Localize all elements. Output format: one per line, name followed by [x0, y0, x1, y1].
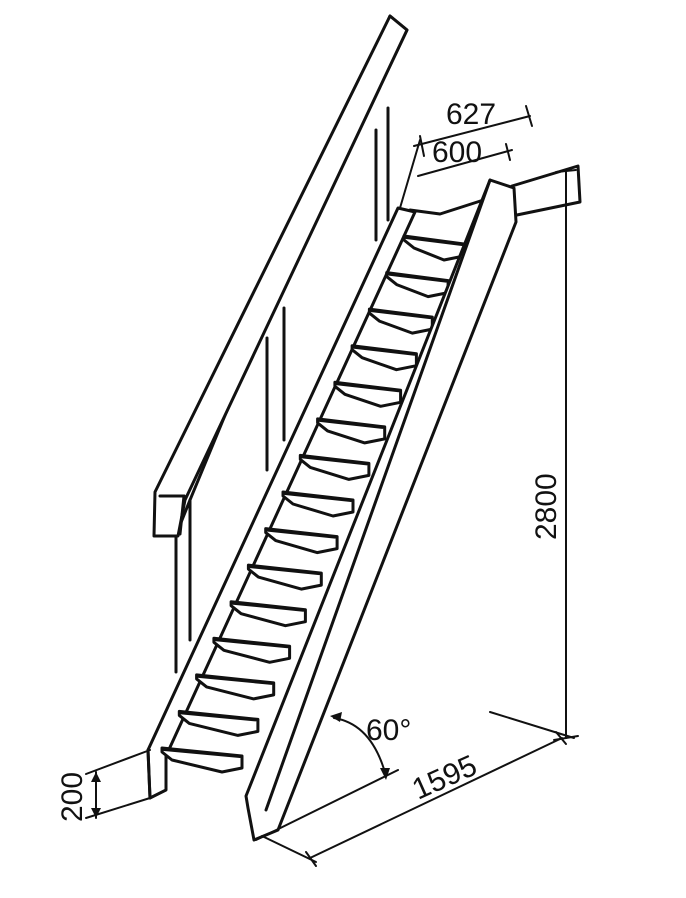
label-200: 200	[56, 772, 89, 822]
tread	[385, 271, 450, 299]
right-stringer	[244, 178, 518, 842]
tread-edge	[180, 712, 257, 722]
dimension-2800: 2800	[489, 169, 579, 741]
upper-landing	[408, 164, 582, 218]
tread	[177, 709, 260, 737]
dimension-627: 627	[399, 98, 533, 209]
dimension-200: 200	[56, 749, 151, 822]
label-2800: 2800	[530, 473, 563, 540]
tread-edge	[163, 749, 241, 758]
tread	[367, 307, 434, 335]
tread-edge	[353, 346, 416, 356]
tread-edge	[318, 419, 384, 429]
tread	[229, 600, 307, 628]
tread-edge	[335, 383, 400, 393]
tread	[316, 417, 387, 445]
dimension-angle: 60°	[255, 712, 411, 841]
tread-edge	[266, 529, 337, 539]
tread	[281, 490, 355, 518]
tread-edge	[214, 639, 289, 649]
tread-edge	[301, 456, 368, 466]
baluster-upper	[374, 106, 390, 242]
tread	[298, 453, 371, 481]
tread	[195, 673, 276, 701]
baluster-lower	[174, 498, 192, 674]
label-angle: 60°	[366, 714, 411, 747]
tread-edge	[387, 273, 448, 283]
tread-edge	[249, 566, 321, 576]
label-627: 627	[446, 98, 496, 131]
tread-edge	[284, 493, 352, 502]
tread	[350, 344, 418, 372]
tread-edge	[405, 237, 463, 246]
tread	[212, 636, 292, 664]
dimension-600: 600	[417, 136, 513, 177]
tread	[160, 746, 244, 774]
tread	[333, 380, 403, 408]
tread	[264, 527, 339, 555]
label-1595: 1595	[407, 749, 481, 806]
label-600: 600	[432, 136, 482, 169]
handrail	[152, 14, 409, 538]
baluster-middle	[265, 306, 286, 472]
tread-edge	[232, 602, 305, 612]
tread-edge	[197, 675, 273, 685]
tread-edge	[370, 310, 432, 320]
tread	[246, 563, 323, 591]
